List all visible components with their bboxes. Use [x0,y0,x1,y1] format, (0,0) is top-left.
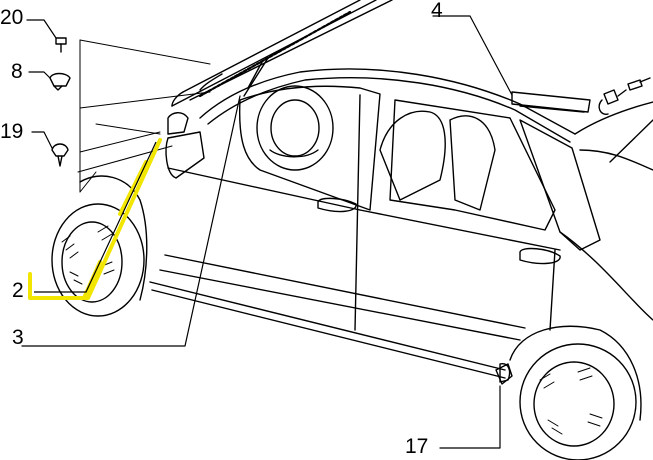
callout-label-20: 20 [0,6,24,29]
clip-part-17 [495,363,513,385]
rear-door-window [389,99,556,231]
window-frame [199,57,576,143]
callout-label-3: 3 [12,326,24,349]
callout-label-2: 2 [12,279,24,302]
side-mirror [165,112,205,179]
roof-moulding-texture [198,10,352,98]
door-seams [159,94,561,341]
front-seat [379,110,446,201]
clip-part-8 [49,72,71,91]
callout-label-19: 19 [0,120,24,143]
front-wheel [51,175,148,317]
leader-lines [21,15,513,449]
steering-wheel [256,85,334,171]
callout-brackets [77,39,211,193]
rear-hatch [559,101,653,321]
door-handles [317,197,561,265]
side-sill-moulding [149,281,511,383]
rear-seat [449,115,496,211]
callout-label-8: 8 [11,60,23,83]
trim-strip-part-4 [511,91,591,113]
callout-label-17: 17 [405,435,429,458]
clip-part-19 [51,143,69,167]
part-2-leader [34,141,157,293]
roof-clips [598,77,651,115]
rear-wheel-vents [539,367,603,435]
rear-quarter-window [519,119,601,251]
callout-label-4: 4 [431,0,443,22]
rear-wheel [509,325,642,460]
highlighted-part-2 [28,138,162,300]
screw-part-20 [55,37,67,53]
front-wheel-vents [61,225,115,285]
